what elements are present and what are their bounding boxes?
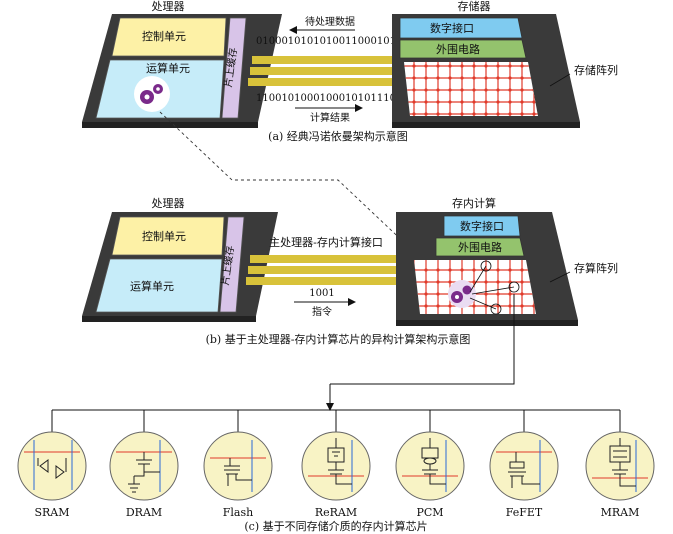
memory-board-a xyxy=(392,14,580,128)
data-bus-a xyxy=(248,56,402,86)
digital-interface-box-a xyxy=(399,17,523,39)
processor-board-b xyxy=(82,212,278,322)
fefet-cell: FeFET xyxy=(489,431,559,519)
peripheral-box-b xyxy=(435,237,525,257)
digital-interface-label-a: 数字接口 xyxy=(430,21,474,35)
compute-array-pointer xyxy=(549,271,571,283)
digital-interface-label-b: 数字接口 xyxy=(460,219,504,233)
control-unit-box-b xyxy=(111,216,225,256)
cim-board-b xyxy=(396,212,578,326)
dashed-connector xyxy=(159,111,447,283)
device-label-dram: DRAM xyxy=(126,506,162,519)
pcm-circuit-icon xyxy=(402,438,458,492)
mram-circuit-icon xyxy=(592,438,648,492)
caption-a: (a) 经典冯诺依曼架构示意图 xyxy=(268,129,408,143)
fefet-circuit-icon xyxy=(496,440,552,492)
cache-box-b xyxy=(219,216,245,313)
peripheral-box-a xyxy=(399,39,527,59)
dram-cell: DRAM xyxy=(109,431,179,519)
device-label-reram: ReRAM xyxy=(315,506,357,519)
reram-cell: ReRAM xyxy=(301,431,371,519)
digital-interface-box-b xyxy=(443,215,521,237)
reram-circuit-icon xyxy=(308,438,364,492)
device-label-sram: SRAM xyxy=(34,506,69,519)
instruction-label: 指令 xyxy=(312,305,332,318)
mram-cell: MRAM xyxy=(585,431,655,519)
caption-c: (c) 基于不同存储介质的存内计算芯片 xyxy=(244,519,427,533)
device-label-fefet: FeFET xyxy=(506,506,543,519)
peripheral-label-a: 外围电路 xyxy=(436,43,480,56)
caption-b: (b) 基于主处理器-存内计算芯片的异构计算架构示意图 xyxy=(206,332,471,346)
cache-box-a xyxy=(221,17,247,119)
compute-unit-box-b xyxy=(95,258,223,313)
processor-title-a: 处理器 xyxy=(152,0,185,13)
cim-title: 存内计算 xyxy=(452,196,496,210)
result-bits: 1100101000100010101110 xyxy=(256,93,396,104)
cell-highlight xyxy=(480,260,492,272)
storage-array-label: 存储阵列 xyxy=(574,63,618,77)
processor-board-a xyxy=(82,14,282,128)
cell-highlight xyxy=(508,281,520,293)
data-to-process-label: 待处理数据 xyxy=(305,15,355,28)
flash-cell: Flash xyxy=(203,431,273,519)
compute-unit-label-a: 运算单元 xyxy=(146,61,190,75)
sram-cell: SRAM xyxy=(17,431,87,519)
sram-circuit-icon xyxy=(24,440,80,490)
part-b-heterogeneous: 处理器 控制单元 运算单元 片上缓存 主处理器-存内计算接口 1001 指令 xyxy=(82,196,618,346)
compute-unit-label-b: 运算单元 xyxy=(130,279,174,293)
cell-highlight xyxy=(490,303,502,315)
control-unit-label-a: 控制单元 xyxy=(142,29,186,43)
memory-title-a: 存储器 xyxy=(458,0,491,13)
device-label-pcm: PCM xyxy=(416,506,443,519)
instruction-bus-b xyxy=(246,255,402,285)
instruction-bits: 1001 xyxy=(309,288,334,299)
processor-title-b: 处理器 xyxy=(152,197,185,210)
flash-circuit-icon xyxy=(210,440,266,492)
part-c-devices: SRAM DRAM Flash xyxy=(17,431,655,533)
compute-array-label: 存算阵列 xyxy=(574,261,618,275)
device-label-flash: Flash xyxy=(223,506,253,519)
control-unit-label-b: 控制单元 xyxy=(142,229,186,243)
result-label: 计算结果 xyxy=(310,111,350,124)
part-a-von-neumann: 处理器 控制单元 运算单元 片上缓存 待处理数据 010001010101001… xyxy=(82,0,618,143)
tree-connector xyxy=(51,294,621,432)
data-to-process-bits: 0100010101010011000101 xyxy=(256,36,396,47)
control-unit-box-a xyxy=(111,17,227,57)
gear-icon xyxy=(140,84,163,104)
device-label-mram: MRAM xyxy=(601,506,640,519)
peripheral-label-b: 外围电路 xyxy=(458,241,502,254)
dram-circuit-icon xyxy=(116,440,172,493)
interface-label: 主处理器-存内计算接口 xyxy=(269,235,383,249)
pcm-cell: PCM xyxy=(395,431,465,519)
storage-array-pointer xyxy=(549,73,571,87)
